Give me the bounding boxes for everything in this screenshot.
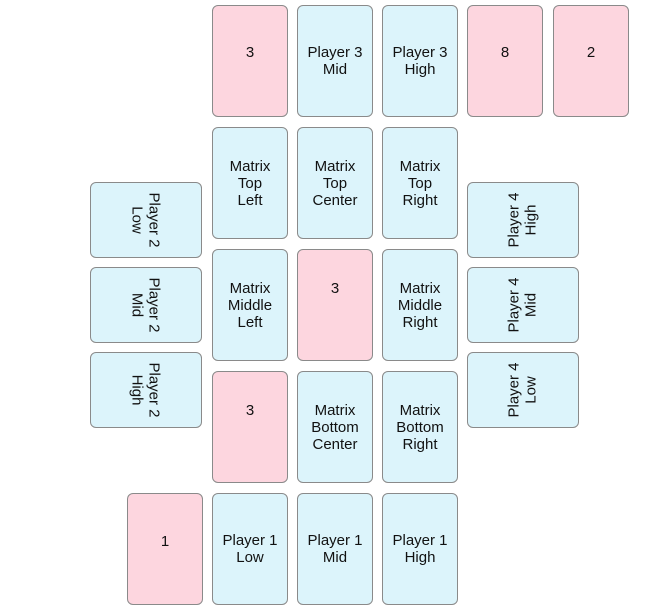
slot-label: Matrix Bottom Center	[311, 401, 359, 453]
slot-label: Matrix Middle Left	[227, 279, 273, 331]
slot-label: Player 3 Mid	[307, 44, 363, 78]
card-value: 3	[245, 402, 255, 419]
player1-mid-slot[interactable]: Player 1 Mid	[297, 493, 373, 605]
slot-label: Player 1 Low	[222, 532, 278, 566]
card-value: 2	[586, 44, 596, 61]
player1-high-slot[interactable]: Player 1 High	[382, 493, 458, 605]
slot-label: Matrix Top Right	[399, 157, 441, 209]
slot-label: Matrix Middle Right	[397, 279, 443, 331]
player3-high-slot[interactable]: Player 3 High	[382, 5, 458, 117]
matrix-top-right-slot[interactable]: Matrix Top Right	[382, 127, 458, 239]
slot-label: Matrix Top Center	[312, 157, 358, 209]
card-value: 1	[160, 533, 170, 550]
player1-low-slot[interactable]: Player 1 Low	[212, 493, 288, 605]
slot-label: Player 1 High	[392, 532, 448, 566]
player4-low-slot[interactable]: Player 4 Low	[467, 352, 579, 428]
slot-label: Player 2 Low	[129, 192, 163, 248]
player1-number-card[interactable]: 1	[127, 493, 203, 605]
card-value: 3	[245, 44, 255, 61]
slot-label: Player 1 Mid	[307, 532, 363, 566]
player3-number-card[interactable]: 2	[553, 5, 629, 117]
card-value: 8	[500, 44, 510, 61]
matrix-top-center-slot[interactable]: Matrix Top Center	[297, 127, 373, 239]
slot-label: Matrix Top Left	[229, 157, 271, 209]
matrix-middle-right-slot[interactable]: Matrix Middle Right	[382, 249, 458, 361]
slot-label: Player 4 Mid	[506, 277, 540, 333]
player3-number-card[interactable]: 8	[467, 5, 543, 117]
slot-label: Player 2 High	[129, 362, 163, 418]
player4-mid-slot[interactable]: Player 4 Mid	[467, 267, 579, 343]
slot-label: Player 4 Low	[506, 362, 540, 418]
player3-mid-slot[interactable]: Player 3 Mid	[297, 5, 373, 117]
player2-high-slot[interactable]: Player 2 High	[90, 352, 202, 428]
slot-label: Matrix Bottom Right	[396, 401, 444, 453]
matrix-middle-left-slot[interactable]: Matrix Middle Left	[212, 249, 288, 361]
slot-label: Player 2 Mid	[129, 277, 163, 333]
slot-label: Player 4 High	[506, 192, 540, 248]
slot-label: Player 3 High	[392, 44, 448, 78]
player2-low-slot[interactable]: Player 2 Low	[90, 182, 202, 258]
matrix-bottom-center-slot[interactable]: Matrix Bottom Center	[297, 371, 373, 483]
player2-mid-slot[interactable]: Player 2 Mid	[90, 267, 202, 343]
matrix-middle-center-card[interactable]: 3	[297, 249, 373, 361]
player3-number-card[interactable]: 3	[212, 5, 288, 117]
matrix-top-left-slot[interactable]: Matrix Top Left	[212, 127, 288, 239]
matrix-bottom-right-slot[interactable]: Matrix Bottom Right	[382, 371, 458, 483]
card-value: 3	[330, 280, 340, 297]
matrix-bottom-left-card[interactable]: 3	[212, 371, 288, 483]
player4-high-slot[interactable]: Player 4 High	[467, 182, 579, 258]
